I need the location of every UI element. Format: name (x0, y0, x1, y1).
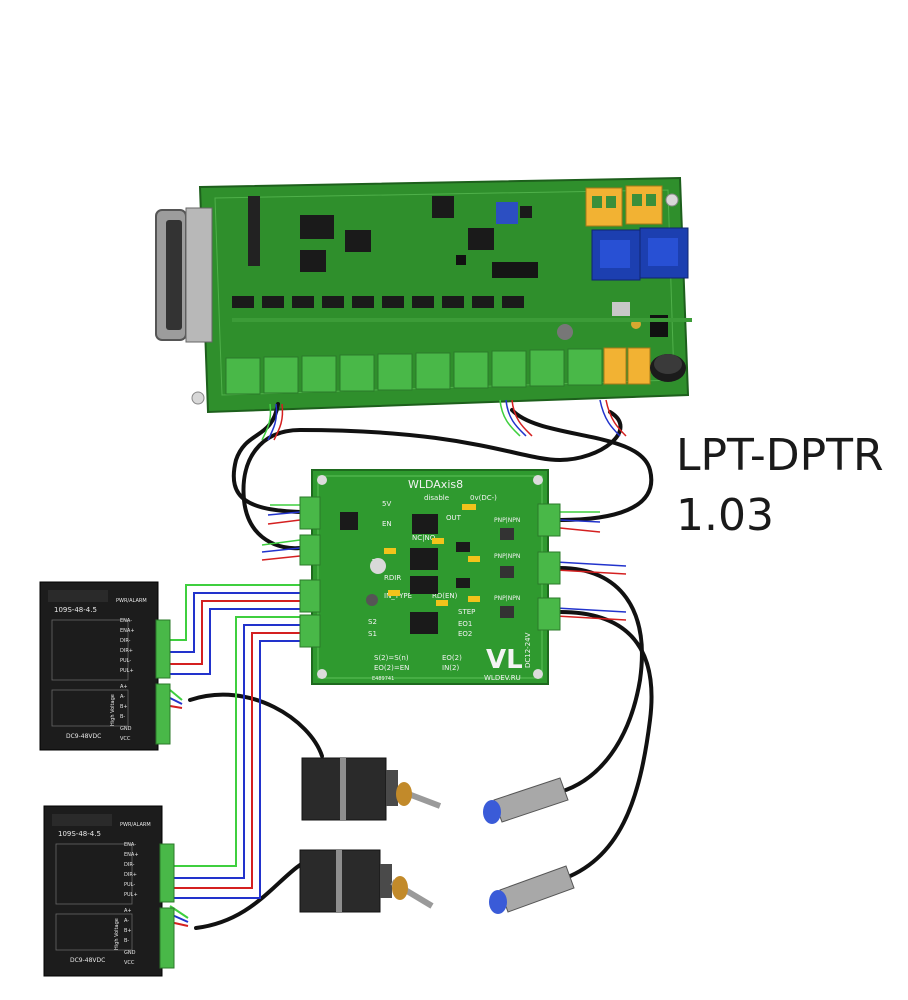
stepper-motor-2 (299, 849, 434, 913)
driver-2: 109S-48-4.5 PWR/ALARM DC9-48VDC ENA- ENA… (43, 805, 175, 977)
cable-sensor-1 (558, 566, 644, 794)
label-en: EN (382, 520, 392, 528)
driver-1-pin-dir-minus: DIR- (120, 638, 131, 644)
cable-motor-1 (188, 692, 324, 758)
driver-2-pin-ena-plus: ENA+ (124, 852, 139, 858)
axis-terminals (299, 496, 561, 648)
driver-1-pin-gnd: GND (120, 726, 132, 732)
driver-1-pin-a-plus: A+ (120, 684, 128, 690)
label-step: STEP (458, 608, 475, 616)
driver-1: 109S-48-4.5 PWR/ALARM DC9-48VDC ENA- ENA… (39, 581, 171, 751)
driver-1-high-voltage: High Voltage (110, 694, 116, 726)
driver-2-pin-ena-minus: ENA- (124, 842, 136, 848)
label-s2: S2 (368, 618, 377, 626)
driver-2-pin-pul-minus: PUL- (124, 882, 135, 888)
driver-2-pin-dir-minus: DIR- (124, 862, 135, 868)
label-eo-2: EO(2) (442, 654, 462, 662)
label-out: OUT (446, 514, 462, 522)
caption-line-1: LPT-DPTR (676, 430, 884, 481)
driver-2-pin-vcc: VCC (124, 960, 135, 966)
driver-1-pin-a-minus: A- (120, 694, 125, 700)
label-0v: 0v(DC-) (470, 494, 497, 502)
board-voltage: DC12-24V (524, 632, 532, 668)
driver-2-model: 109S-48-4.5 (58, 830, 101, 838)
ic-chips (248, 196, 668, 340)
driver-2-pin-a-minus: A- (124, 918, 129, 924)
driver-1-supply: DC9-48VDC (66, 733, 101, 740)
colored-wires (261, 399, 627, 621)
board-url: WLDEV.RU (484, 674, 521, 682)
driver-1-model: 109S-48-4.5 (54, 606, 97, 614)
caption-line-2: 1.03 (676, 490, 774, 541)
relay-terminals (585, 185, 663, 227)
driver-1-pin-b-minus: B- (120, 714, 125, 720)
driver-1-pin-vcc: VCC (120, 736, 131, 742)
driver-2-alarm: PWR/ALARM (120, 822, 151, 828)
label-formula-1: S(2)=S(n) (374, 654, 409, 662)
label-eo1: EO1 (458, 620, 472, 628)
driver-2-pin-gnd: GND (124, 950, 136, 956)
label-cert: E489741 (372, 676, 394, 682)
driver-1-pin-pul-minus: PUL- (120, 658, 131, 664)
label-pnp-npn-3: PNP|NPN (494, 595, 520, 602)
label-eo2: EO2 (458, 630, 472, 638)
terminal-row (225, 347, 651, 395)
driver-1-pin-dir-plus: DIR+ (120, 648, 133, 654)
cable-sensor-2 (558, 610, 654, 882)
driver-1-pin-b-plus: B+ (120, 704, 128, 710)
label-disable: disable (424, 494, 449, 502)
board-logo: VL (486, 645, 523, 675)
driver-2-pin-dir-plus: DIR+ (124, 872, 137, 878)
driver-1-alarm: PWR/ALARM (116, 598, 147, 604)
driver-2-pin-b-minus: B- (124, 938, 129, 944)
driver-wires (169, 584, 300, 927)
relays (591, 227, 689, 281)
label-formula-2: EO(2)=EN (374, 664, 409, 672)
db25-connector (155, 207, 213, 343)
driver-2-high-voltage: High Voltage (114, 918, 120, 950)
cable-top-right-a (510, 408, 654, 522)
label-s1: S1 (368, 630, 377, 638)
proximity-sensor-1 (483, 777, 569, 824)
label-pnp-npn-2: PNP|NPN (494, 553, 520, 560)
capacitor (650, 354, 686, 382)
label-pnp-npn-1: PNP|NPN (494, 517, 520, 524)
opto-row (232, 296, 692, 322)
driver-2-pin-b-plus: B+ (124, 928, 132, 934)
lpt-breakout-board (155, 176, 692, 414)
driver-1-pin-ena-plus: ENA+ (120, 628, 135, 634)
label-rd-en: RD(EN) (432, 592, 458, 600)
cable-top-right-b (241, 410, 623, 551)
label-5v: 5V (382, 500, 391, 508)
driver-1-pin-pul-plus: PUL+ (120, 668, 134, 674)
board-title: WLDAxis8 (408, 478, 463, 491)
driver-2-supply: DC9-48VDC (70, 957, 105, 964)
label-nc-no: NC|NO (412, 534, 436, 542)
driver-2-pin-a-plus: A+ (124, 908, 132, 914)
proximity-sensor-2 (489, 865, 575, 914)
wldaxis8-board: WLDAxis8 disable 0v(DC-) 5V EN OUT PNP|N… (299, 469, 561, 685)
label-rdir: RDIR (384, 574, 401, 582)
label-in2: IN(2) (442, 664, 459, 672)
stepper-motor-1 (301, 757, 442, 821)
driver-2-pin-pul-plus: PUL+ (124, 892, 138, 898)
driver-1-pin-ena-minus: ENA- (120, 618, 132, 624)
